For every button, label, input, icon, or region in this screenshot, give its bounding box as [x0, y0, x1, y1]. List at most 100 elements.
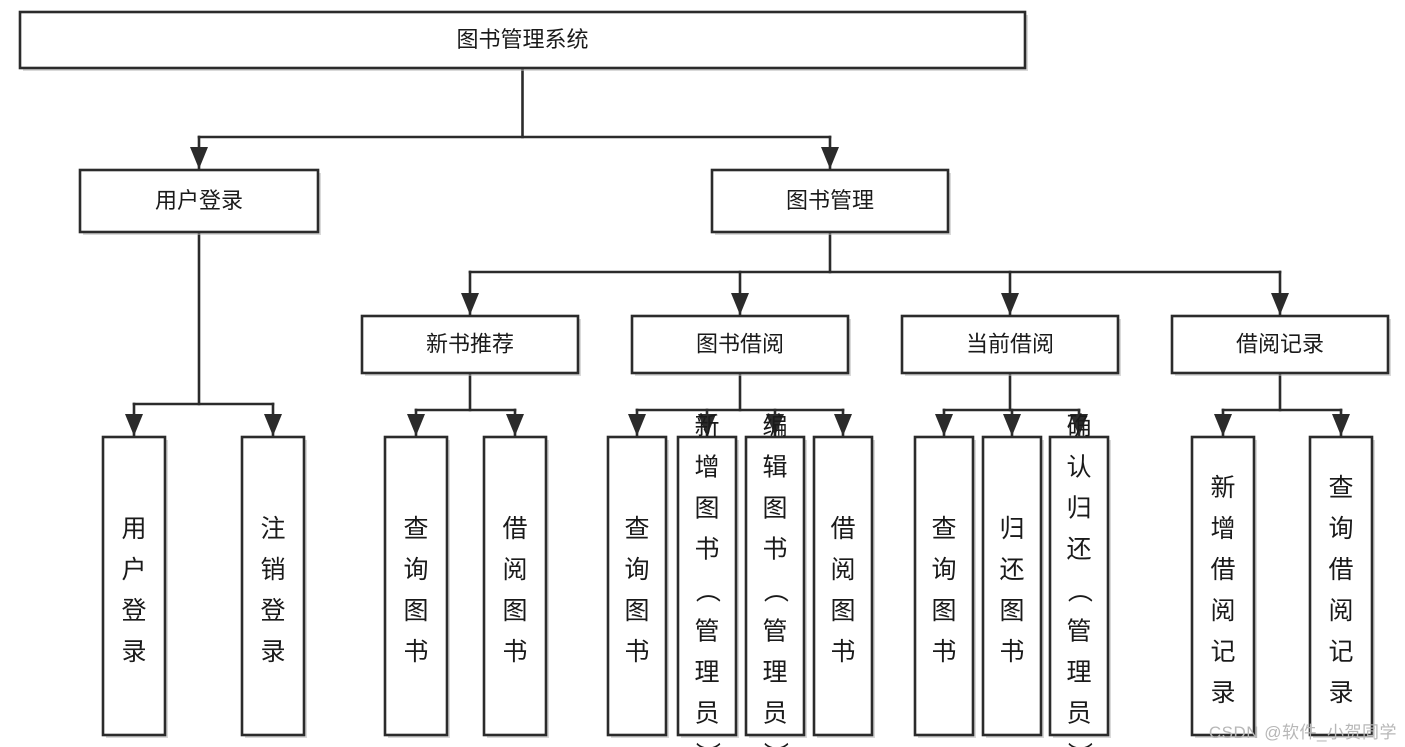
leaf-label-char: 增	[1210, 515, 1235, 543]
leaf-node-10-确认归还管理员[interactable]	[1048, 435, 1110, 737]
arrow-head-icon	[935, 414, 953, 436]
leaf-label-char: 增	[694, 453, 719, 481]
leaf-label-char: 员	[1066, 699, 1091, 727]
leaf-node-11-新增借阅记录[interactable]	[1190, 435, 1256, 737]
leaf-label-char: 查	[403, 515, 428, 543]
arrow-head-icon	[766, 414, 784, 436]
leaf-label-char: （	[693, 578, 721, 603]
leaf-label-char: 归	[999, 515, 1024, 543]
leaf-label-char: 编	[762, 412, 787, 440]
leaf-label-char: 查	[1328, 474, 1353, 502]
arrow-head-icon	[506, 414, 524, 436]
leaf-label-char: 书	[999, 638, 1024, 666]
leaf-node-label-0: 用户登录	[121, 515, 146, 666]
level3-node-新书推荐[interactable]	[360, 314, 580, 375]
leaf-label-char: 还	[999, 556, 1024, 584]
leaf-node-5-新增图书管理员[interactable]	[676, 435, 738, 737]
arrow-head-icon	[1003, 414, 1021, 436]
leaf-label-char: 图	[624, 597, 649, 625]
leaf-label-char: 查	[931, 515, 956, 543]
level2-node-label-1: 图书管理	[786, 188, 874, 213]
level3-node-当前借阅[interactable]	[900, 314, 1120, 375]
root-node-label: 图书管理系统	[456, 27, 588, 52]
leaf-node-0-用户登录[interactable]	[101, 435, 167, 737]
leaf-label-char: 书	[830, 638, 855, 666]
leaf-label-char: 户	[121, 556, 146, 584]
leaf-node-7-借阅图书[interactable]	[812, 435, 874, 737]
leaf-node-6-编辑图书管理员[interactable]	[744, 435, 806, 737]
leaf-label-char: 询	[624, 556, 649, 584]
leaf-node-4-查询图书[interactable]	[606, 435, 668, 737]
leaf-label-char: 书	[403, 638, 428, 666]
leaf-label-char: 辑	[762, 453, 787, 481]
leaf-label-char: 管	[694, 617, 719, 645]
leaf-label-char: 借	[830, 515, 855, 543]
level2-node-label-0: 用户登录	[155, 188, 243, 213]
leaf-label-char: 书	[762, 535, 787, 563]
level3-node-label-2: 当前借阅	[966, 331, 1054, 356]
arrow-head-icon	[264, 414, 282, 436]
connector-layer	[125, 66, 1350, 437]
leaf-label-char: 借	[502, 515, 527, 543]
level3-node-label-1: 图书借阅	[696, 331, 784, 356]
level3-node-图书借阅[interactable]	[630, 314, 850, 375]
leaf-label-char: 管	[762, 617, 787, 645]
label-layer: 图书管理系统用户登录图书管理新书推荐图书借阅当前借阅借阅记录用户登录注销登录查询…	[121, 27, 1353, 747]
leaf-node-9-归还图书[interactable]	[981, 435, 1043, 737]
leaf-label-char: 新	[1210, 474, 1235, 502]
leaf-label-char: 员	[694, 699, 719, 727]
level2-node-用户登录[interactable]	[78, 168, 320, 234]
leaf-label-char: 记	[1328, 638, 1353, 666]
leaf-label-char: 录	[1210, 679, 1235, 707]
leaf-label-char: 书	[931, 638, 956, 666]
leaf-label-char: ）	[1065, 742, 1093, 747]
leaf-label-char: 确	[1066, 412, 1091, 440]
leaf-label-char: 图	[694, 494, 719, 522]
arrow-head-icon	[461, 293, 479, 315]
root-node-图书管理系统[interactable]	[18, 10, 1027, 70]
level2-node-图书管理[interactable]	[710, 168, 950, 234]
level3-node-借阅记录[interactable]	[1170, 314, 1390, 375]
arrow-head-icon	[1271, 293, 1289, 315]
box-layer	[18, 10, 1391, 738]
leaf-label-char: 阅	[1210, 597, 1235, 625]
leaf-label-char: 书	[694, 535, 719, 563]
leaf-label-char: 登	[121, 597, 146, 625]
leaf-label-char: 图	[502, 597, 527, 625]
leaf-label-char: 图	[762, 494, 787, 522]
arrow-head-icon	[1001, 293, 1019, 315]
leaf-label-char: 员	[762, 699, 787, 727]
leaf-label-char: 查	[624, 515, 649, 543]
arrow-head-icon	[125, 414, 143, 436]
arrow-head-icon	[1332, 414, 1350, 436]
csdn-watermark: CSDN @软件_小贺同学	[1208, 723, 1397, 742]
leaf-label-char: 询	[403, 556, 428, 584]
leaf-label-char: 认	[1066, 453, 1091, 481]
leaf-node-1-注销登录[interactable]	[240, 435, 306, 737]
leaf-label-char: 新	[694, 412, 719, 440]
leaf-label-char: 图	[931, 597, 956, 625]
leaf-label-char: 理	[1066, 658, 1091, 686]
leaf-node-3-借阅图书[interactable]	[482, 435, 548, 737]
arrow-head-icon	[190, 147, 208, 169]
leaf-label-char: 归	[1066, 494, 1091, 522]
leaf-node-8-查询图书[interactable]	[913, 435, 975, 737]
leaf-label-char: 图	[403, 597, 428, 625]
leaf-node-12-查询借阅记录[interactable]	[1308, 435, 1374, 737]
leaf-label-char: 阅	[830, 556, 855, 584]
leaf-label-char: 还	[1066, 535, 1091, 563]
leaf-node-2-查询图书[interactable]	[383, 435, 449, 737]
leaf-label-char: （	[1065, 578, 1093, 603]
leaf-label-char: 图	[830, 597, 855, 625]
